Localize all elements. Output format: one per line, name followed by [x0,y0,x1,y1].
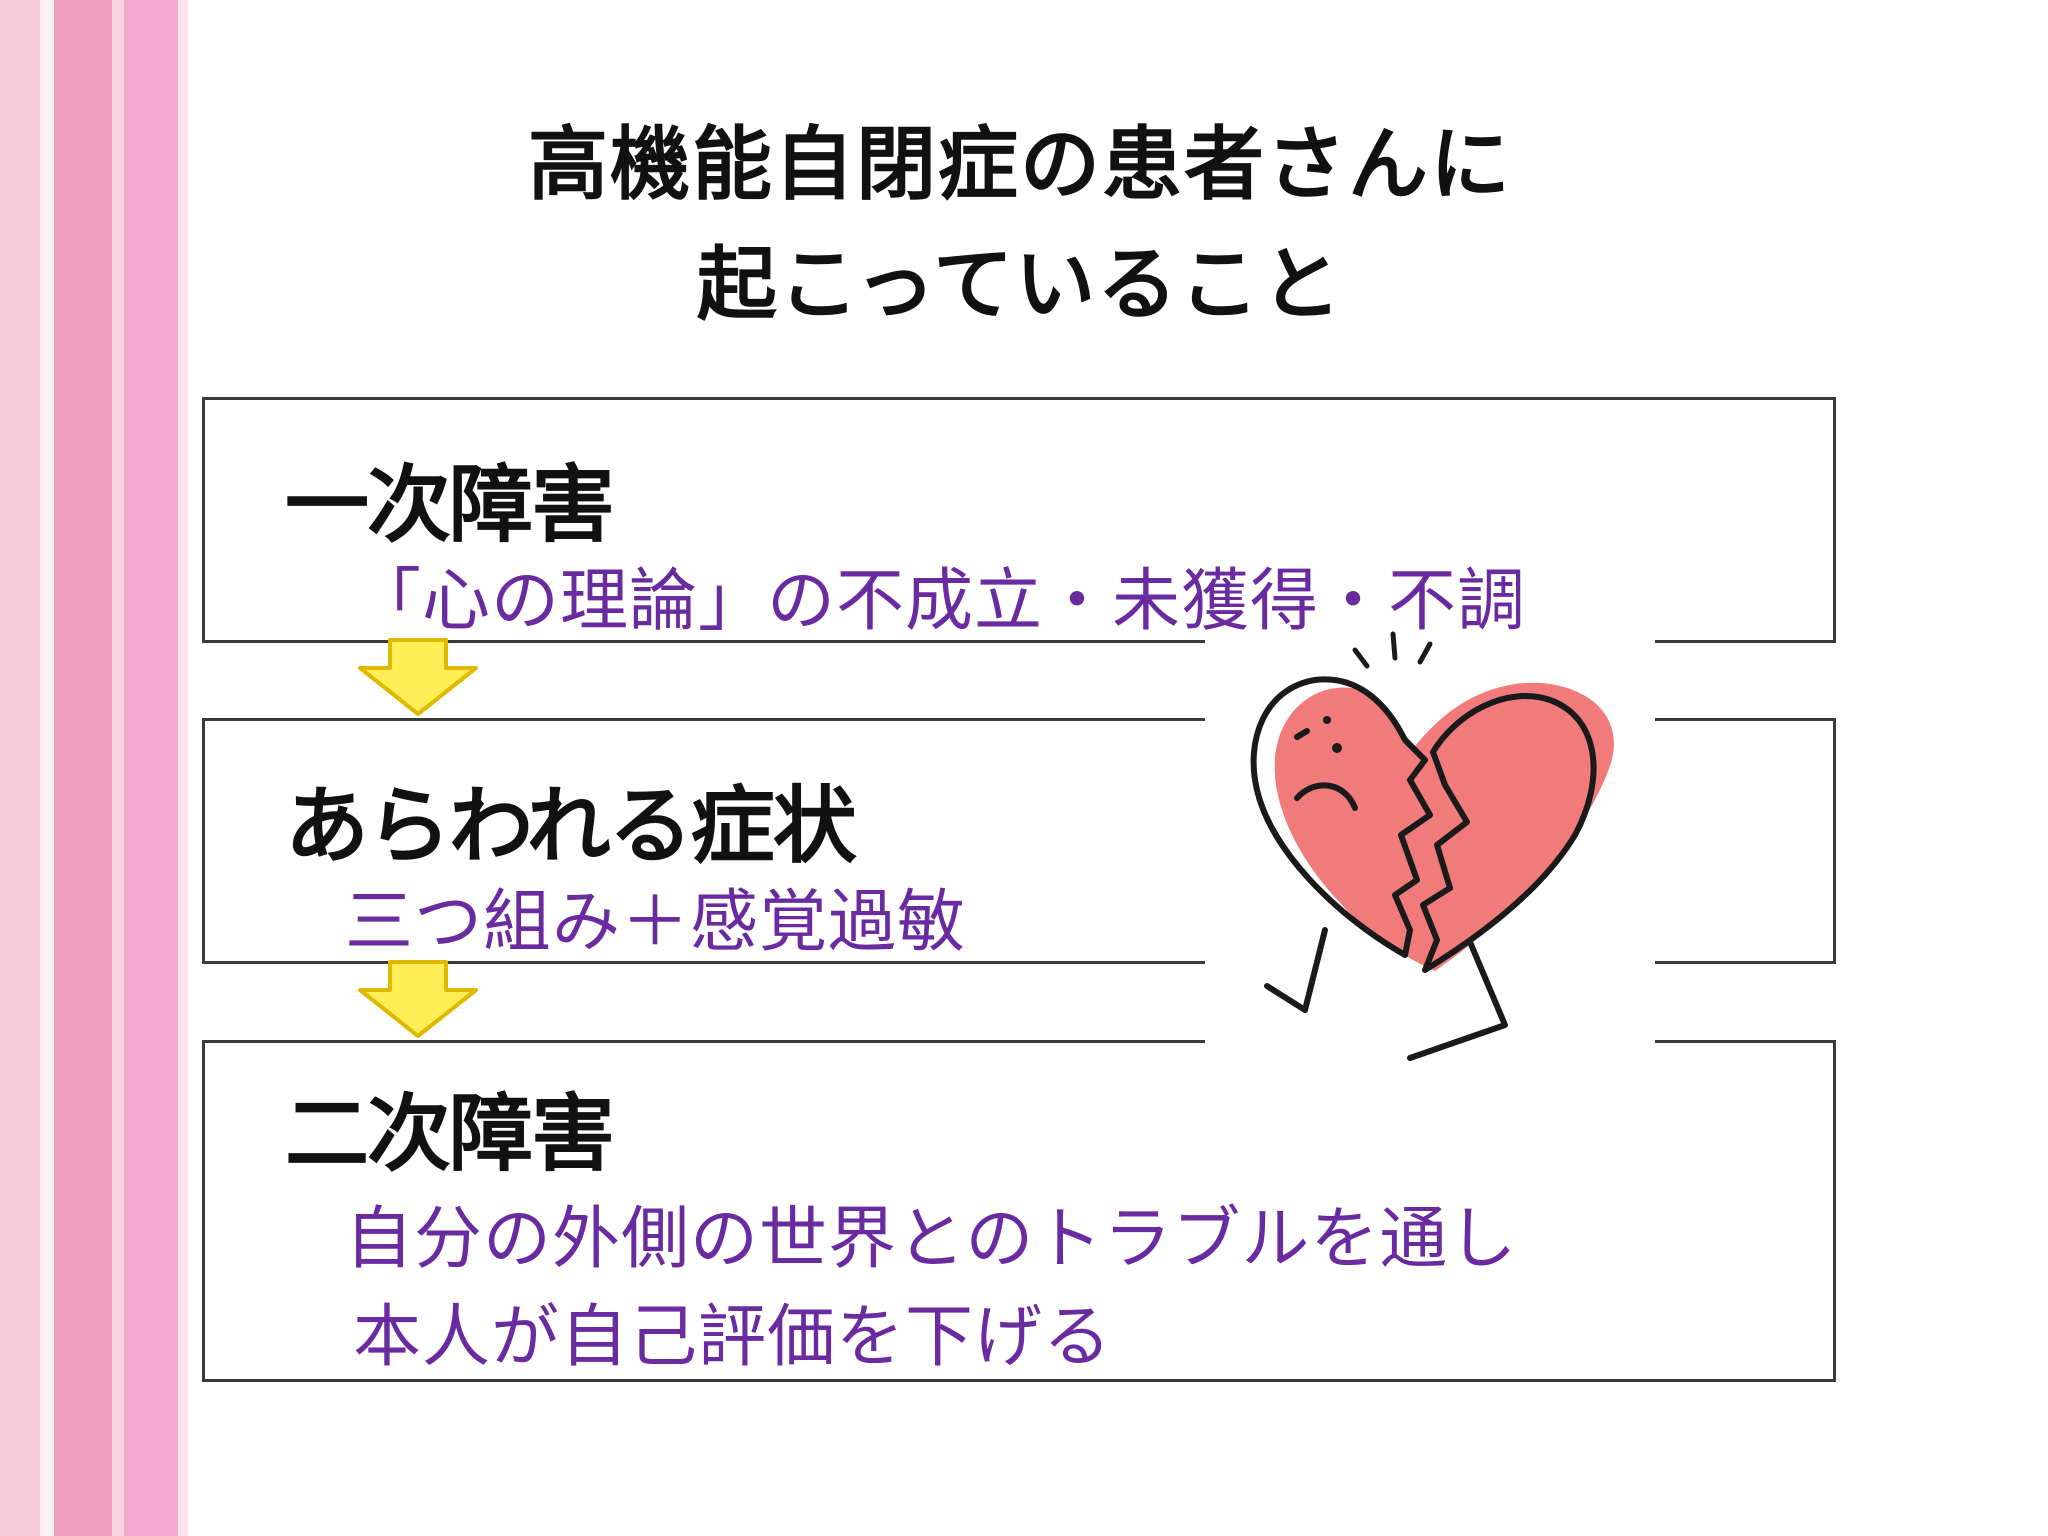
section-description: 三つ組み＋感覚過敏 [345,883,967,962]
section-description-line-2: 本人が自己評価を下げる [353,1298,1113,1377]
section-primary-disorder: 一次障害 「心の理論」の不成立・未獲得・不調 [202,397,1836,643]
title-line-2: 起こっていること [696,238,1344,331]
broken-heart-illustration [1205,630,1655,1090]
section-description: 「心の理論」の不成立・未獲得・不調 [353,562,1527,641]
section-description-line-1: 自分の外側の世界とのトラブルを通し [345,1200,1518,1279]
decor-stripe-4 [112,0,124,1536]
slide-title: 高機能自閉症の患者さんに 起こっていること [200,105,1840,345]
section-heading: あらわれる症状 [285,777,857,875]
decor-stripe-5 [124,0,178,1536]
decor-stripe-1 [0,0,40,1536]
decor-stripe-2 [40,0,54,1536]
section-secondary-disorder: 二次障害 自分の外側の世界とのトラブルを通し 本人が自己評価を下げる [202,1040,1836,1382]
section-heading: 一次障害 [285,456,615,554]
decor-stripe-3 [54,0,112,1536]
down-arrow-icon [358,638,478,716]
section-heading: 二次障害 [285,1085,615,1183]
decor-stripe-6 [178,0,188,1536]
broken-heart-icon [1205,630,1655,1090]
down-arrow-icon [358,960,478,1038]
title-line-1: 高機能自閉症の患者さんに [528,118,1512,211]
